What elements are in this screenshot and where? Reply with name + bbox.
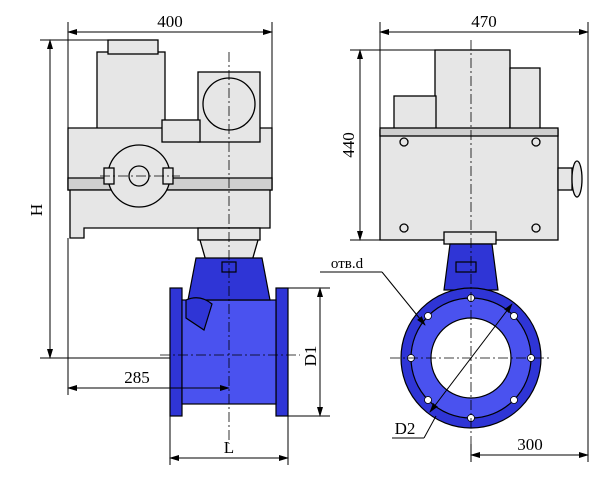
height-top-label: 440 <box>339 132 358 158</box>
side-view <box>379 40 583 444</box>
dimension-lines <box>40 22 589 465</box>
width-side-label: 470 <box>471 12 497 31</box>
offset-left-label: 285 <box>124 368 150 387</box>
diam-bolt-circle-label: D2 <box>395 419 416 438</box>
width-front-label: 400 <box>157 12 183 31</box>
dimension-labels: 400 470 440 H 285 D1 L отв.d D2 300 <box>27 12 543 457</box>
length-label: L <box>224 438 234 457</box>
height-total-label: H <box>27 204 46 216</box>
front-view <box>67 39 300 444</box>
holes-label: отв.d <box>331 256 364 272</box>
diam-flange-label: D1 <box>301 346 320 367</box>
offset-right-label: 300 <box>517 435 543 454</box>
